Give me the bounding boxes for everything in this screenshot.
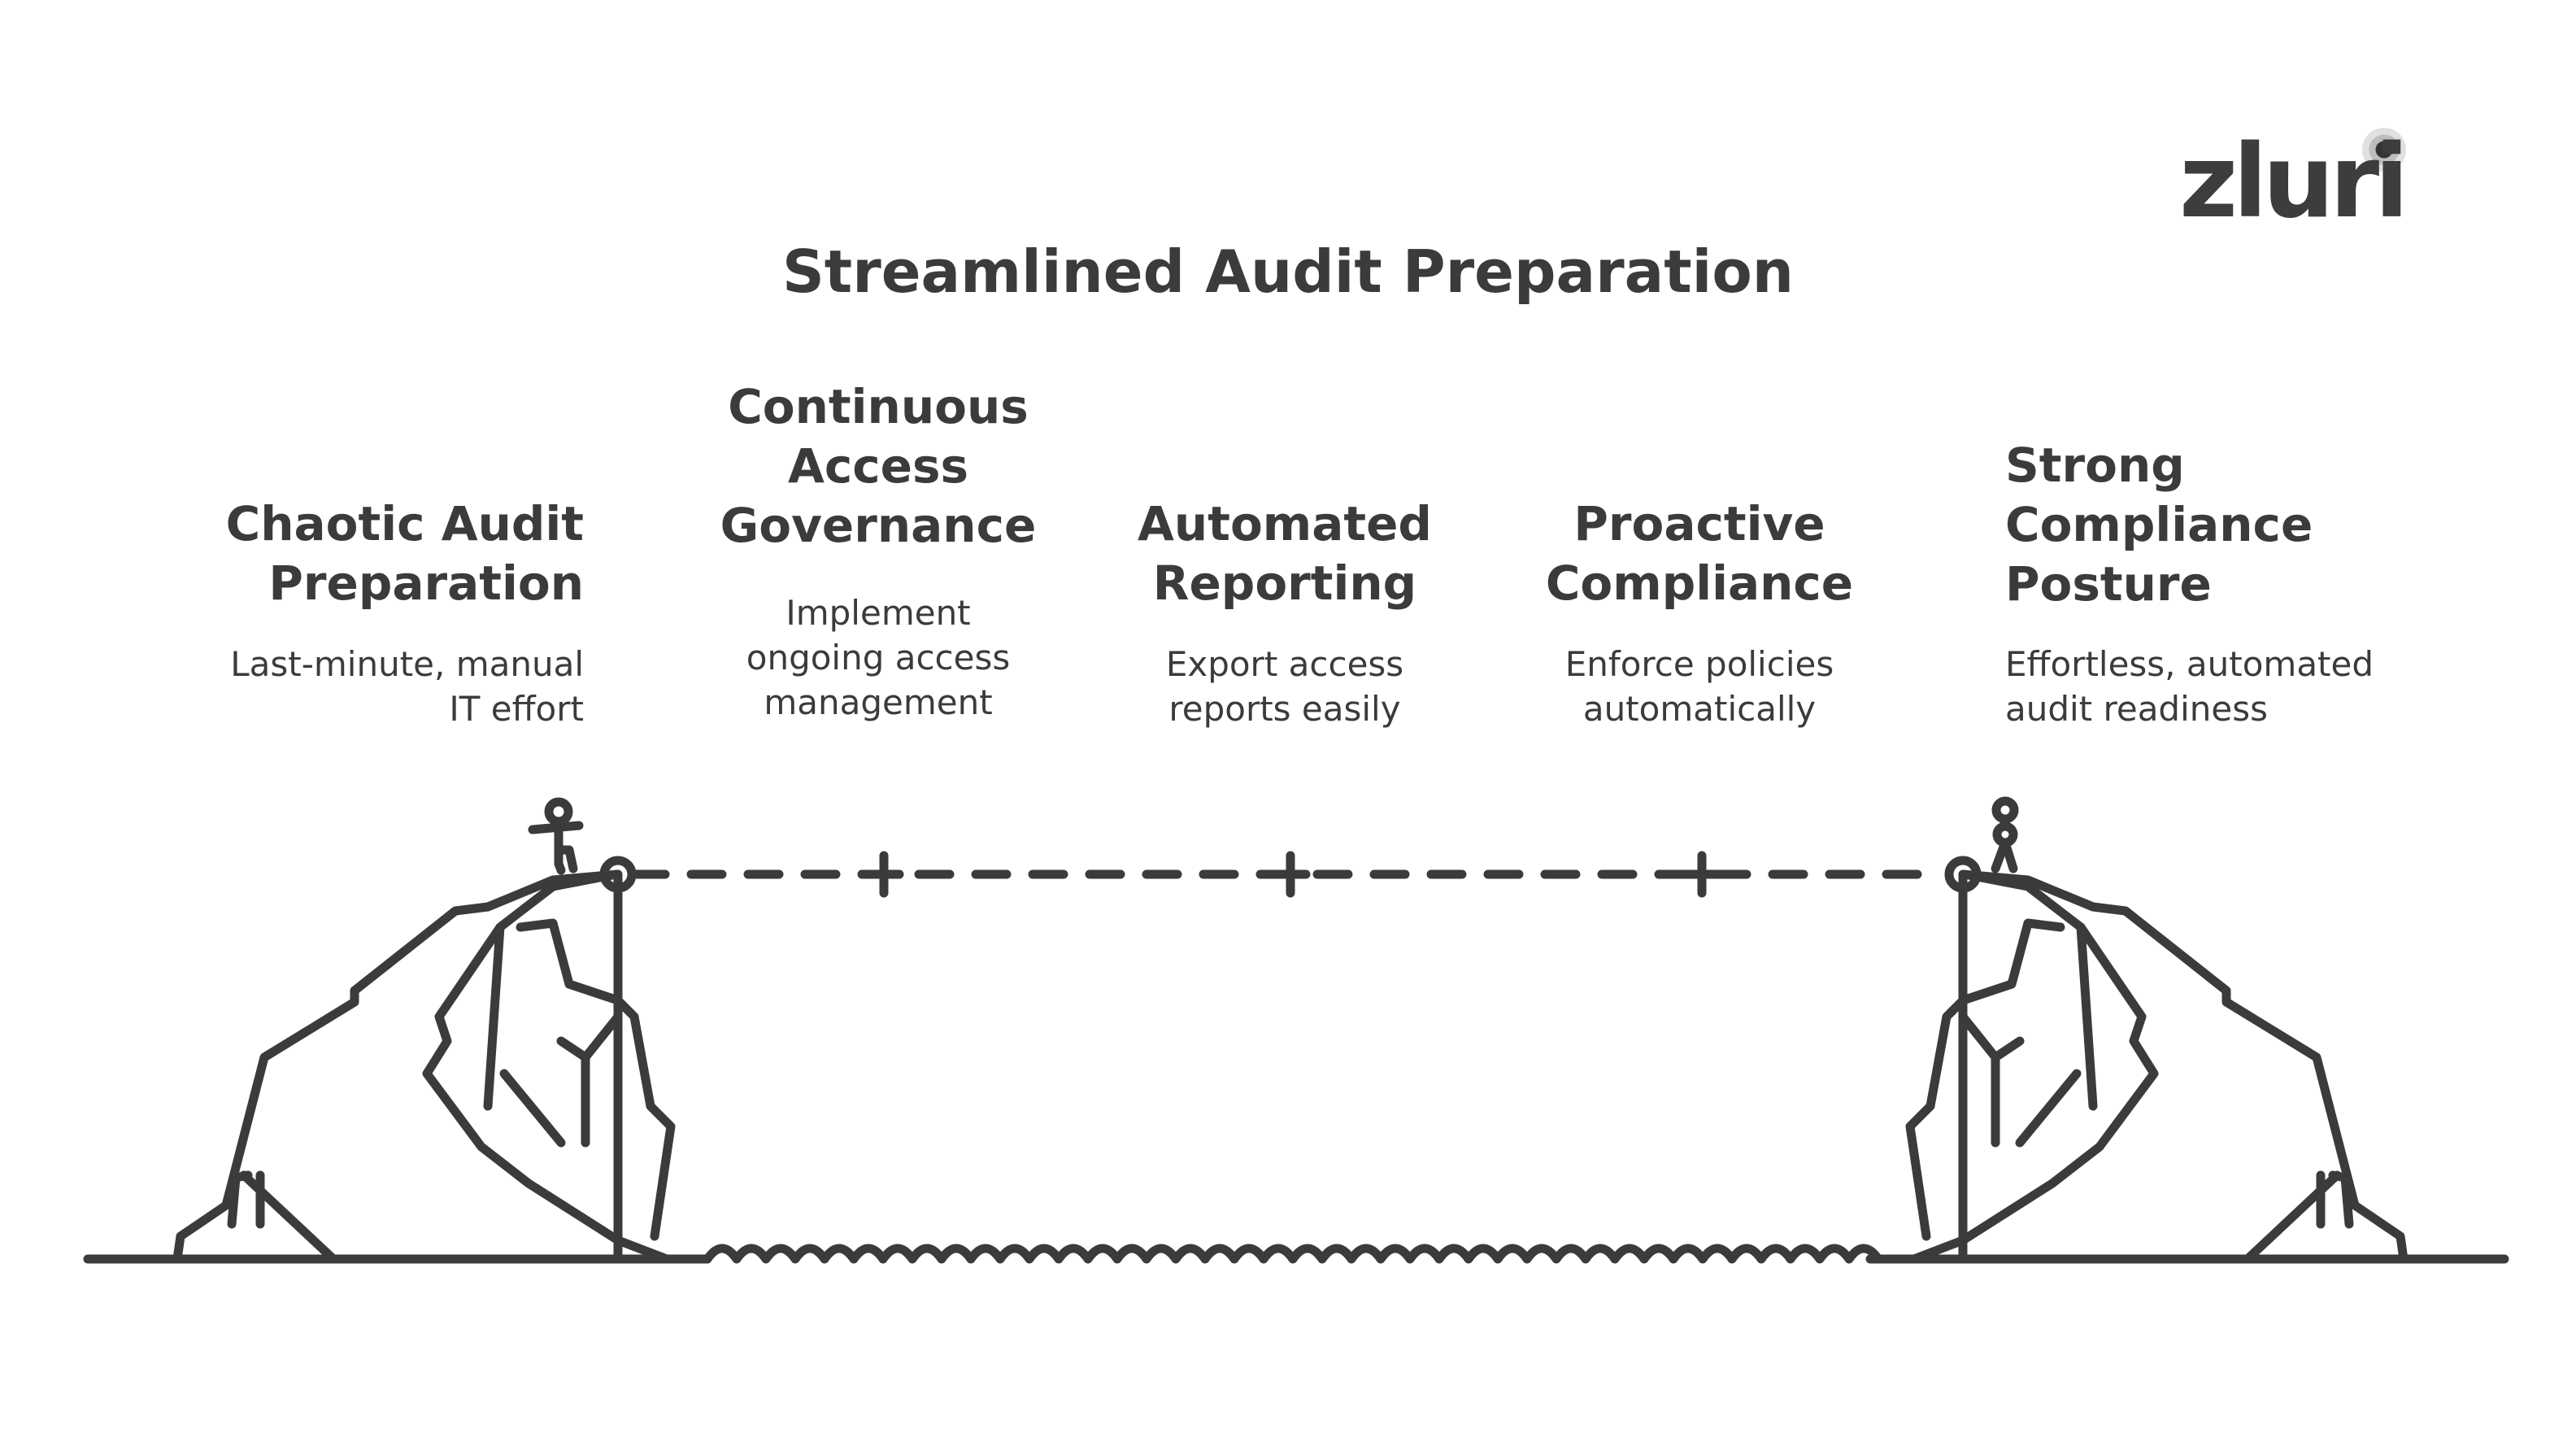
stage-3-description: Export access reports easily [1165,644,1404,729]
bridge-anchor-left [599,856,637,893]
stage-3-heading: Automated Reporting [1138,496,1432,611]
right-cliff [1905,869,2408,1264]
left-cliff [172,869,676,1264]
person-right-icon [1991,796,2019,874]
stage-1-description: Last-minute, manual IT effort [230,644,584,729]
stage-2-description: Implement ongoing access management [746,593,1011,722]
person-left-icon [528,797,584,875]
stage-2-heading: Continuous Access Governance [720,379,1037,553]
stage-5-heading: Strong Compliance Posture [2005,438,2313,612]
stage-1-heading: Chaotic Audit Preparation [225,496,584,611]
stage-5-description: Effortless, automated audit readiness [2005,644,2374,729]
page-title: Streamlined Audit Preparation [781,237,1795,306]
stage-4-heading: Proactive Compliance [1545,496,1854,611]
water-waves [703,1244,1883,1264]
brand-logo: zluri [2179,124,2409,241]
logo-dot-icon [2362,128,2406,172]
bridge-anchor-right [1944,856,1982,893]
stage-4-description: Enforce policies automatically [1564,644,1834,729]
